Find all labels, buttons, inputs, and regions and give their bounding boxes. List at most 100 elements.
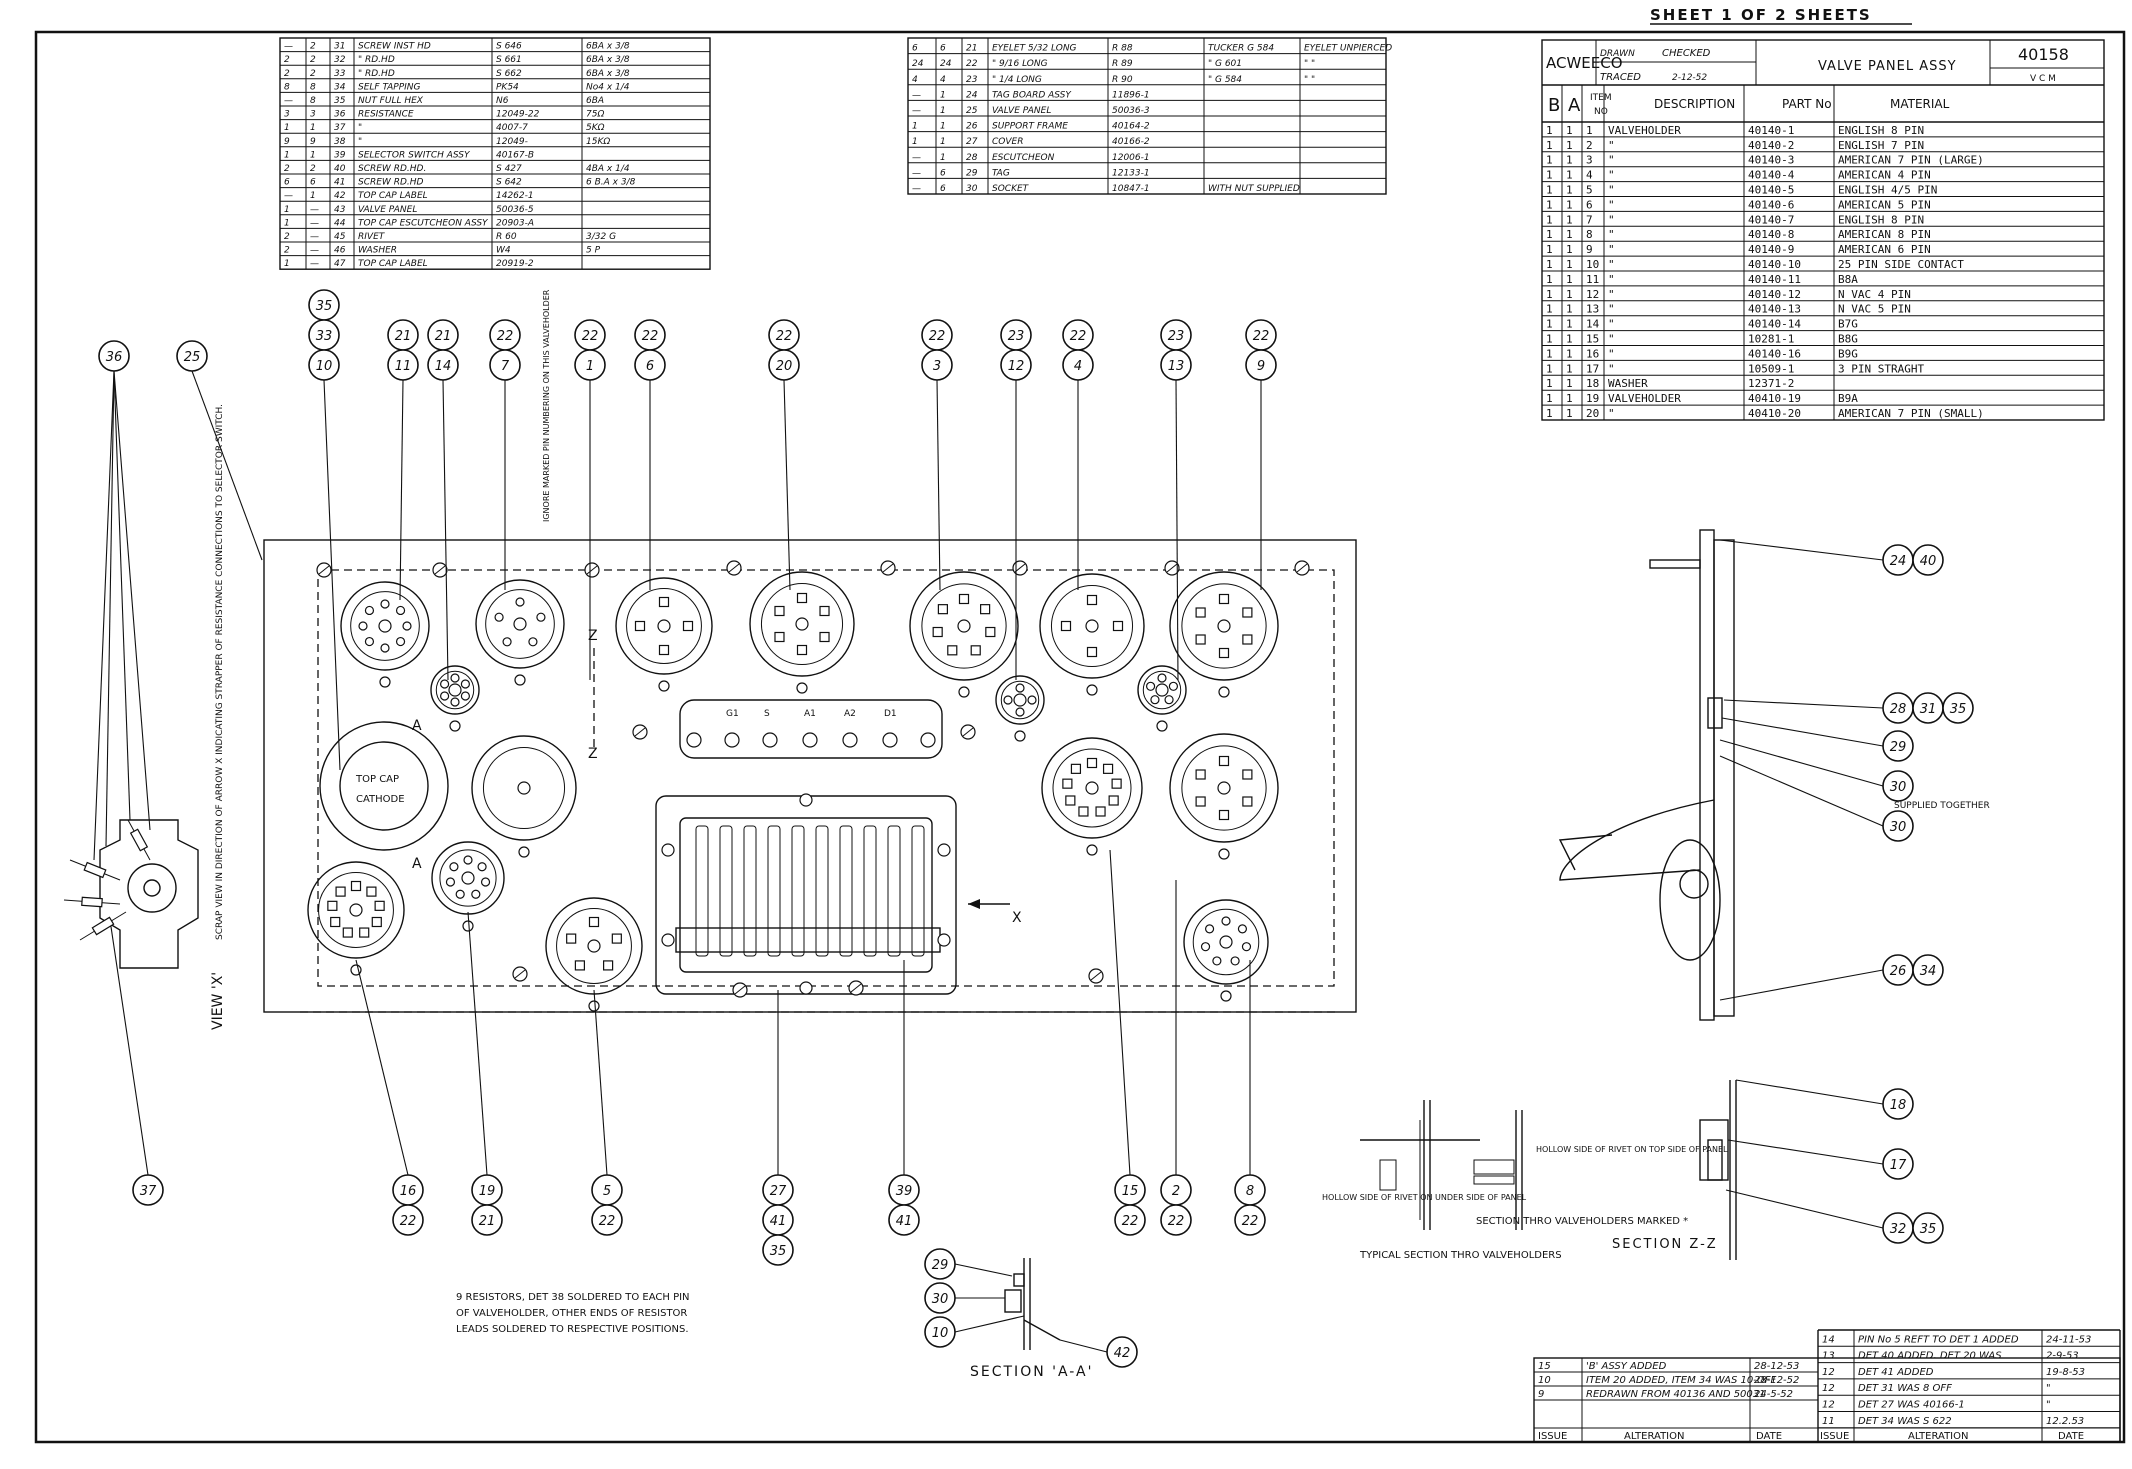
parts-list-mid-cell: —: [912, 168, 921, 178]
valve-socket: [430, 665, 480, 715]
title-block-cell: 11: [1586, 273, 1599, 286]
parts-list-mid-cell: R 90: [1112, 75, 1133, 85]
item-balloon-label: 35: [316, 299, 333, 314]
title-block-cell: 6: [1586, 198, 1593, 211]
item-balloon-label: 21: [479, 1214, 496, 1229]
parts-list-left-cell: 32: [334, 55, 346, 65]
parts-list-mid-cell: SOCKET: [992, 184, 1030, 194]
item-balloon-label: 5: [603, 1184, 611, 1199]
company-name: ACWEECO: [1546, 54, 1623, 72]
parts-list-left-cell: 3: [310, 110, 316, 120]
item-balloon-label: 22: [1242, 1214, 1259, 1229]
title-block-cell: ": [1608, 213, 1615, 226]
drawing-title: VALVE PANEL ASSY: [1818, 59, 1957, 74]
parts-list-mid-cell: 1: [940, 122, 946, 132]
parts-list-left-cell: 8: [310, 96, 316, 106]
title-block-cell: 40140-5: [1748, 184, 1794, 197]
parts-list-mid-cell: 30: [966, 184, 978, 194]
title-block-cell: 5: [1586, 184, 1593, 197]
title-block-cell: 1: [1566, 377, 1573, 390]
parts-list-mid-cell: —: [912, 153, 921, 163]
title-block-cell: ": [1608, 169, 1615, 182]
alteration-header-right: ALTERATION: [1908, 1431, 1968, 1442]
parts-list-left-cell: SELF TAPPING: [358, 82, 421, 92]
parts-list-left-cell: WASHER: [358, 246, 397, 256]
title-block-cell: ": [1608, 258, 1615, 271]
item-balloon-label: 30: [932, 1292, 949, 1307]
parts-list-left-cell: 6: [284, 178, 290, 188]
title-block-cell: WASHER: [1608, 377, 1648, 390]
item-balloon-label: 30: [1890, 820, 1907, 835]
item-balloon: [1000, 349, 1032, 381]
title-block-cell: 10281-1: [1748, 333, 1794, 346]
parts-list-mid-cell: 6: [940, 184, 946, 194]
valve-socket: [1137, 665, 1187, 715]
title-block-cell: 1: [1546, 228, 1553, 241]
item-balloon-label: 32: [1890, 1222, 1907, 1237]
parts-list-left-cell: S 661: [496, 55, 522, 65]
parts-list-left-cell: 44: [334, 218, 346, 228]
arrow-x-label: X: [1012, 910, 1022, 926]
item-balloon: [471, 1204, 503, 1236]
parts-list-left-cell: 1: [284, 205, 290, 215]
parts-list-mid-cell: 40166-2: [1112, 137, 1150, 147]
title-block-cell: AMERICAN 7 PIN (LARGE): [1838, 154, 1984, 167]
item-balloon-label: 35: [1920, 1222, 1937, 1237]
section-mark-a-bottom: A: [412, 856, 422, 872]
parts-list-mid-cell: 23: [966, 75, 978, 85]
alteration-cell: 2-9-53: [2046, 1351, 2079, 1362]
title-block-cell: 40140-12: [1748, 288, 1801, 301]
valve-socket: [1041, 737, 1143, 839]
title-block-cell: 1: [1566, 124, 1573, 137]
title-block-cell: 1: [1546, 347, 1553, 360]
traced-date: 2-12-52: [1672, 73, 1707, 83]
item-balloon: [924, 1282, 956, 1314]
title-block-cell: 1: [1546, 198, 1553, 211]
title-block-cell: ": [1608, 273, 1615, 286]
issue-header: ISSUE: [1538, 1431, 1567, 1442]
drawing-sub-ref: V C M: [2030, 74, 2056, 84]
title-block-cell: 40140-4: [1748, 169, 1795, 182]
parts-list-left-cell: 2: [310, 42, 316, 52]
parts-list-left-cell: 2: [310, 164, 316, 174]
item-balloon-label: 2: [1172, 1184, 1180, 1199]
title-block-cell: 40140-9: [1748, 243, 1794, 256]
title-block-cell: B8G: [1838, 333, 1858, 346]
item-balloon: [1882, 810, 1914, 842]
parts-list-left-cell: 46: [334, 246, 346, 256]
title-block-cell: 1: [1566, 333, 1573, 346]
title-block-cell: 9: [1586, 243, 1593, 256]
item-balloon: [1882, 730, 1914, 762]
item-balloon-label: 22: [1122, 1214, 1139, 1229]
item-balloon-label: 4: [1074, 359, 1082, 374]
parts-list-left-cell: 20903-A: [496, 218, 534, 228]
top-cap-label: TOP CAP: [355, 774, 399, 785]
alteration-cell: 12: [1822, 1383, 1835, 1394]
switch-terminal: [686, 732, 702, 748]
item-balloon: [1160, 349, 1192, 381]
title-block-cell: VALVEHOLDER: [1608, 392, 1681, 405]
item-balloon-label: 22: [776, 329, 793, 344]
title-block-cell: 14: [1586, 318, 1600, 331]
item-balloon-label: 10: [932, 1326, 949, 1341]
item-balloon: [1106, 1336, 1138, 1368]
item-balloon-label: 24: [1890, 554, 1907, 569]
title-block-cell: 1: [1546, 213, 1553, 226]
parts-list-left-cell: 2: [284, 55, 290, 65]
item-balloon-label: 15: [1122, 1184, 1139, 1199]
cathode-label: CATHODE: [356, 794, 405, 805]
sheet-border: [34, 30, 2126, 1444]
parts-list-mid-cell: " G 584: [1208, 75, 1242, 85]
item-balloon-label: 29: [932, 1258, 949, 1273]
item-balloon-label: 6: [646, 359, 654, 374]
title-block-cell: 40140-6: [1748, 198, 1794, 211]
parts-list-mid-cell: SUPPORT FRAME: [992, 122, 1068, 132]
parts-list-mid-cell: 21: [966, 44, 977, 54]
item-balloon: [1942, 692, 1974, 724]
parts-list-mid-cell: " G 601: [1208, 59, 1242, 69]
title-block-cell: ": [1608, 154, 1615, 167]
item-balloon-label: 9: [1257, 359, 1265, 374]
parts-list-mid-cell: 12133-1: [1112, 168, 1150, 178]
title-block-cell: AMERICAN 8 PIN: [1838, 228, 1931, 241]
